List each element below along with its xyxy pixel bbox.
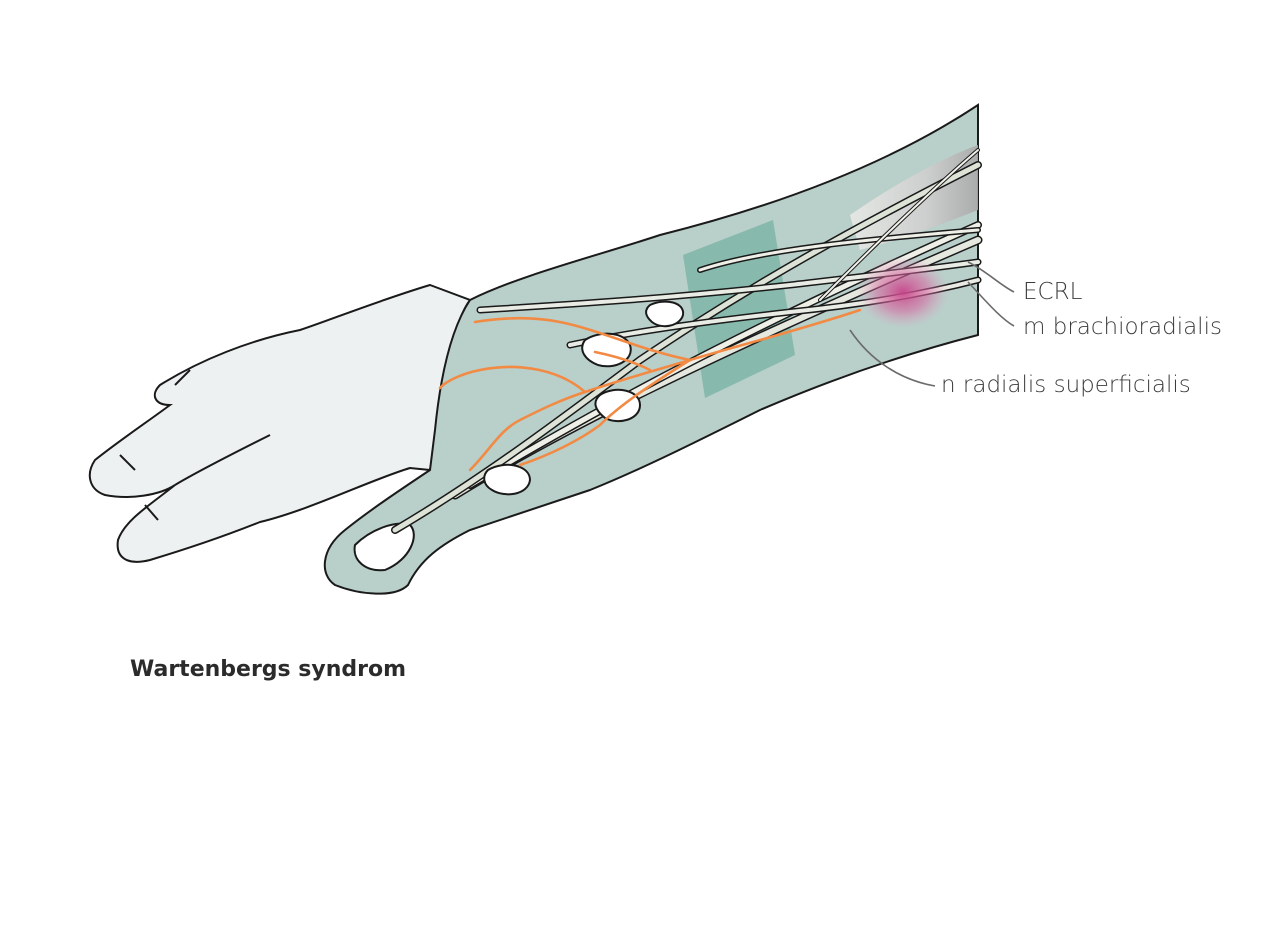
caption: Wartenbergs syndrom xyxy=(130,657,407,682)
leader-radialis xyxy=(849,329,936,387)
hand-outline xyxy=(88,283,472,563)
label-radialis-superficialis: n radialis superficialis xyxy=(941,372,1191,398)
nerve-radialis-superficialis xyxy=(438,308,862,472)
leader-lines xyxy=(849,261,1015,387)
leader-brachioradialis xyxy=(967,281,1015,327)
label-brachioradialis: m brachioradialis xyxy=(1023,314,1222,340)
leader-ecrl xyxy=(967,261,1015,293)
compression-site xyxy=(857,256,949,328)
label-ecrl: ECRL xyxy=(1023,279,1083,305)
